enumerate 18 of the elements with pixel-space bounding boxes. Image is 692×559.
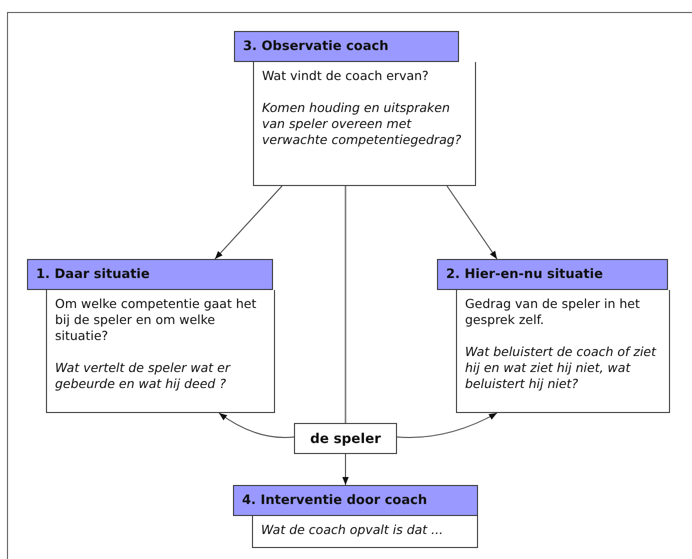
- header-band: 3. Observatie coach: [234, 31, 459, 62]
- body-text: Om welke competentie gaat het bij de speler en om welke situatie?: [55, 296, 258, 344]
- body-text: Gedrag van de speler in het gesprek zelf.: [465, 296, 641, 328]
- header-band: 2. Hier-en-nu situatie: [437, 259, 668, 290]
- body-text: Wat beluistert de coach of ziet hij en wat ziet hij niet, wat beluistert hij niet?: [465, 344, 658, 392]
- arrow: [446, 186, 498, 260]
- header-band: 1. Daar situatie: [27, 259, 273, 290]
- body-text: Komen houding en uitspraken van speler overeen met verwachte competentiegedrag?: [262, 100, 462, 148]
- arrow: [342, 454, 349, 486]
- body-text: Wat vindt de coach ervan?: [262, 68, 430, 84]
- body-text: Wat de coach opvalt is dat ...: [261, 522, 444, 538]
- arrow: [214, 186, 282, 260]
- header-band: 4. Interventie door coach: [233, 485, 478, 516]
- arrow: [396, 412, 498, 438]
- actor-box: de speler: [294, 423, 397, 454]
- arrow: [218, 412, 294, 438]
- body-text: Wat vertelt de speler wat er gebeurde en wat hij deed ?: [55, 360, 232, 392]
- connector-line: [344, 186, 346, 423]
